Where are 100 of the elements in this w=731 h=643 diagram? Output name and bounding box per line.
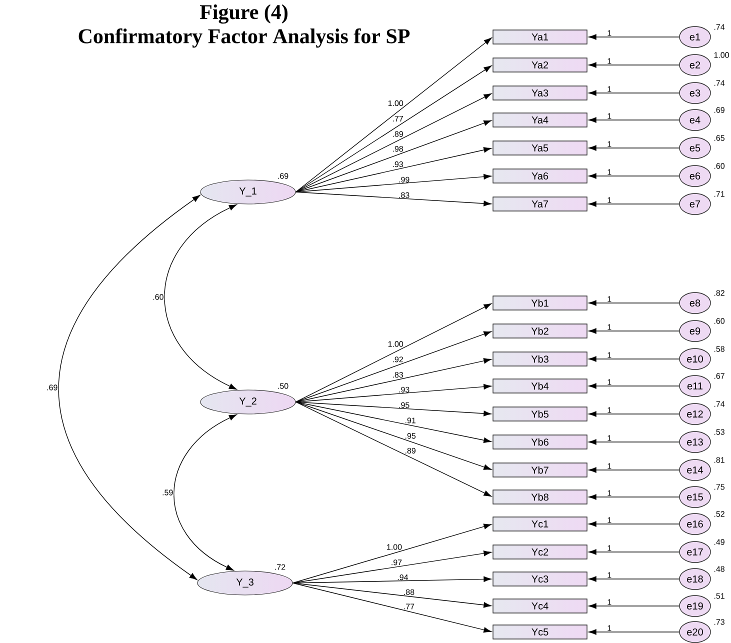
indicator-box: Yb6 <box>492 434 588 450</box>
error-arrow <box>588 383 680 389</box>
variance-label: .69 <box>714 107 724 113</box>
edge-label: .92 <box>393 356 403 362</box>
error-arrow <box>588 411 680 417</box>
error-arrow <box>588 439 680 445</box>
loading-arrow <box>295 358 492 402</box>
indicator-box: Yc5 <box>492 624 588 640</box>
covariance-arrow <box>164 204 237 390</box>
error-arrow <box>588 467 680 473</box>
loading-arrow <box>295 120 492 192</box>
loading-arrow <box>295 93 492 192</box>
loading-arrow <box>295 331 492 402</box>
error-arrow <box>588 629 680 635</box>
edge-label: 1 <box>608 169 612 175</box>
edge-label: 1 <box>608 113 612 119</box>
figure-number: Figure (4) <box>200 4 288 24</box>
edge-label: 1 <box>608 86 612 92</box>
variance-label: .81 <box>714 457 724 463</box>
edge-label: .77 <box>404 604 414 610</box>
variance-label: .72 <box>275 564 286 570</box>
edge-label: 1 <box>608 599 612 605</box>
error-arrow <box>588 549 680 555</box>
error-arrow <box>588 62 680 68</box>
edge-label: .99 <box>399 176 410 182</box>
indicator-box: Yc2 <box>492 544 588 560</box>
edge-label: .83 <box>393 372 404 378</box>
edge-label: 1 <box>608 572 612 578</box>
covariance-arrow <box>174 414 237 571</box>
edge-label: .69 <box>46 384 58 391</box>
loading-arrow <box>295 384 492 402</box>
edge-label: .94 <box>398 574 408 580</box>
error-arrow <box>588 328 680 334</box>
error-arrow <box>588 173 680 179</box>
edge-label: 1 <box>608 352 612 358</box>
edge-label: 1.00 <box>387 544 402 550</box>
edge-label: .93 <box>393 161 404 168</box>
edge-label: 1 <box>608 141 612 147</box>
edge-label: .95 <box>406 433 416 439</box>
edge-label: 1 <box>608 545 612 551</box>
covariance-arrow <box>58 195 200 580</box>
edge-label: .89 <box>393 131 403 137</box>
loading-arrow <box>292 576 492 584</box>
error-arrow <box>588 34 680 40</box>
variance-label: .69 <box>278 173 288 179</box>
edge-label: .97 <box>392 560 402 566</box>
variance-label: .60 <box>714 318 725 324</box>
edge-label: .98 <box>393 146 404 152</box>
variance-label: .52 <box>714 511 724 517</box>
edge-label: .59 <box>162 489 174 496</box>
error-arrow <box>588 117 680 123</box>
variance-label: .74 <box>714 24 725 30</box>
edge-label: 1.00 <box>388 100 404 106</box>
error-arrow <box>588 300 680 306</box>
indicator-box: Yb1 <box>492 296 588 310</box>
edge-label: 1 <box>608 490 612 496</box>
indicator-box: Ya4 <box>492 112 588 128</box>
title: Confirmatory Factor Analysis for SP <box>78 28 410 48</box>
edge-label: .77 <box>393 116 403 122</box>
variance-label: .71 <box>714 191 724 197</box>
loading-arrow <box>295 402 492 416</box>
loading-arrow <box>295 66 492 192</box>
error-arrow <box>588 145 680 151</box>
loading-arrow <box>295 147 492 192</box>
error-arrow <box>588 521 680 527</box>
loading-arrow <box>295 303 492 402</box>
edge-label: 1 <box>608 296 612 302</box>
loading-arrow <box>295 192 492 206</box>
indicator-box: Yb5 <box>492 406 588 422</box>
indicator-box: Yc3 <box>492 572 588 586</box>
indicator-box: Ya2 <box>492 58 588 72</box>
variance-label: .58 <box>714 346 724 352</box>
variance-label: .49 <box>714 539 724 545</box>
edge-label: 1 <box>608 407 612 413</box>
error-arrow <box>588 201 680 207</box>
edge-label: 1 <box>608 625 612 631</box>
loading-arrow <box>295 174 492 192</box>
loading-arrow <box>295 402 492 443</box>
indicator-box: Yc4 <box>492 598 588 614</box>
variance-label: .73 <box>714 619 724 625</box>
edge-label: .93 <box>399 386 410 392</box>
variance-label: .75 <box>714 484 724 490</box>
error-arrow <box>588 90 680 96</box>
indicator-box: Ya7 <box>492 196 588 212</box>
error-arrow <box>588 576 680 582</box>
indicator-box: Yc1 <box>492 516 588 532</box>
variance-label: .65 <box>714 135 724 141</box>
loading-arrow <box>292 582 492 633</box>
indicator-box: Yb8 <box>492 490 588 504</box>
loading-arrow <box>292 524 492 584</box>
loading-arrow <box>295 38 492 192</box>
variance-label: .82 <box>714 290 724 296</box>
edge-label: .83 <box>399 192 410 198</box>
variance-label: .51 <box>714 593 724 599</box>
error-arrow <box>588 603 680 609</box>
edge-label: 1 <box>608 463 612 469</box>
indicator-box: Yb4 <box>492 378 588 394</box>
variance-label: .50 <box>278 383 288 389</box>
loading-arrow <box>295 402 492 497</box>
edge-label: .95 <box>399 402 410 408</box>
